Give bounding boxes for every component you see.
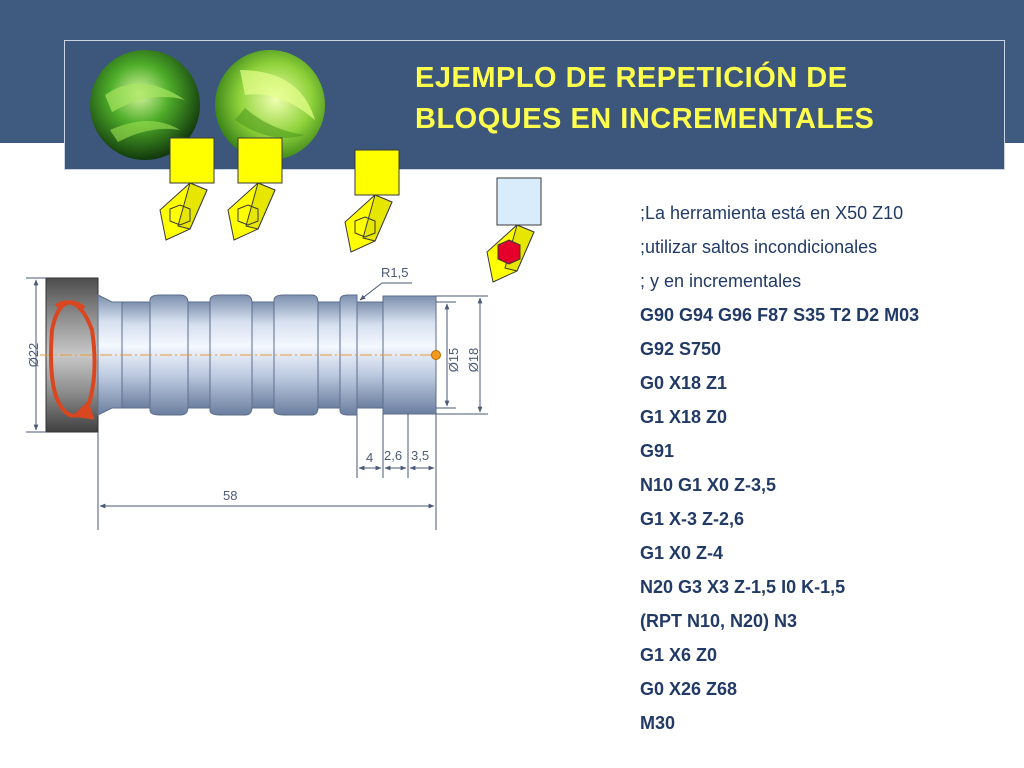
dim-diameter-22-label: Ø22	[26, 343, 41, 368]
dimension-lines	[26, 277, 488, 530]
program-code-line: G0 X26 Z68	[640, 679, 738, 699]
program-code-line: G90 G94 G96 F87 S35 T2 D2 M03	[640, 305, 920, 325]
dim-diameter-15-label: Ø15	[446, 348, 461, 373]
leaf-image-right	[215, 50, 325, 160]
program-code-line: N20 G3 X3 Z-1,5 I0 K-1,5	[640, 577, 846, 597]
program-code-line: M30	[640, 713, 676, 733]
program-comment-line: ;utilizar saltos incondicionales	[640, 237, 878, 257]
dim-length-4-label: 4	[366, 450, 373, 465]
program-code-line: G1 X-3 Z-2,6	[640, 509, 745, 529]
program-comment-line: ;La herramienta está en X50 Z10	[640, 203, 904, 223]
rotation-arrow-icon	[49, 300, 97, 420]
program-comment-line: ; y en incrementales	[640, 271, 802, 291]
leaf-image-left	[90, 50, 200, 160]
slide-title-line-1: EJEMPLO DE REPETICIÓN DE	[415, 62, 848, 94]
cnc-program-listing: ;La herramienta está en X50 Z10 ;utilizar…	[640, 196, 919, 740]
cutting-tool-2	[227, 137, 283, 241]
origin-point	[431, 350, 441, 360]
dim-length-3-5-label: 3,5	[411, 448, 429, 463]
program-code-line: G0 X18 Z1	[640, 373, 728, 393]
program-code-line: G1 X0 Z-4	[640, 543, 724, 563]
cutting-tool-1	[159, 137, 215, 241]
cutting-tool-3	[344, 149, 400, 253]
dim-length-2-6-label: 2,6	[384, 448, 402, 463]
dim-diameter-18-label: Ø18	[466, 348, 481, 373]
dim-length-58-label: 58	[223, 488, 237, 503]
program-code-line: G92 S750	[640, 339, 722, 359]
program-code-line: G1 X18 Z0	[640, 407, 728, 427]
dim-radius-label: R1,5	[381, 265, 408, 280]
program-code-line: (RPT N10, N20) N3	[640, 611, 798, 631]
slide-title-line-2: BLOQUES EN INCREMENTALES	[415, 103, 875, 135]
program-code-line: G1 X6 Z0	[640, 645, 718, 665]
program-code-line: G91	[640, 441, 675, 461]
program-code-line: N10 G1 X0 Z-3,5	[640, 475, 777, 495]
cutting-tool-active	[486, 177, 542, 283]
